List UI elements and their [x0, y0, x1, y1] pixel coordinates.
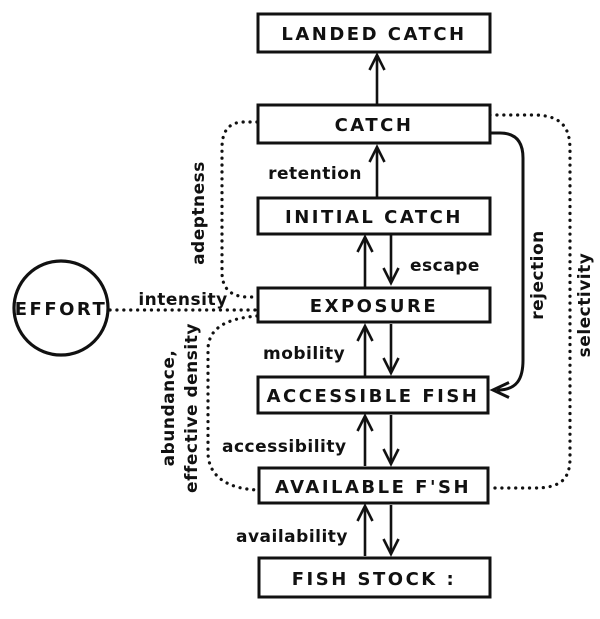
node-catch: CATCH: [256, 103, 492, 145]
edge-label-selectivity: selectivity: [575, 253, 595, 358]
arrowhead-down-icon: [382, 357, 400, 376]
arrowhead-down-icon: [382, 448, 400, 467]
node-label: FISH STOCK :: [292, 569, 456, 590]
edge-label-adeptness: adeptness: [189, 161, 209, 265]
edge-label-availability: availability: [236, 527, 348, 547]
node-label: ACCESSIBLE FISH: [267, 386, 480, 407]
edge-label-retention: retention: [268, 164, 362, 184]
edge-available-to-accessible: [356, 413, 374, 466]
node-initial-catch: INITIAL CATCH: [256, 196, 492, 236]
node-label: INITIAL CATCH: [285, 207, 463, 228]
node-label: CATCH: [335, 115, 414, 136]
node-fish-stock: FISH STOCK :: [257, 556, 492, 599]
edge-label-abundance-line2: effective density: [182, 323, 202, 493]
edge-accessible-to-exposure: [356, 323, 374, 376]
edge-available-to-stock: [382, 505, 400, 557]
edge-selectivity-dotted: [488, 113, 572, 490]
edge-escape: [382, 235, 400, 286]
arrowhead-up-icon: [368, 144, 386, 163]
arrowhead-up-icon: [356, 503, 374, 522]
node-label: AVAILABLE F'SH: [275, 477, 471, 498]
node-exposure: EXPOSURE: [256, 286, 492, 324]
arrowhead-up-icon: [356, 413, 374, 432]
node-effort: EFFORT: [12, 259, 110, 357]
edge-abundance-dotted: [206, 314, 260, 492]
edge-accessible-to-available: [382, 415, 400, 467]
edge-retention: [368, 144, 386, 197]
arrowhead-left-icon: [489, 381, 510, 399]
edge-adeptness-dotted: [220, 120, 259, 299]
arrowhead-up-icon: [368, 52, 386, 71]
edge-label-escape: escape: [410, 256, 480, 276]
edge-label-rejection: rejection: [528, 230, 548, 320]
node-label: LANDED CATCH: [281, 24, 466, 45]
rejection-curve: [489, 131, 525, 392]
node-available-fish: AVAILABLE F'SH: [257, 466, 490, 505]
edge-label-accessibility: accessibility: [222, 437, 347, 457]
node-label: EXPOSURE: [310, 296, 438, 317]
arrowhead-down-icon: [382, 538, 400, 557]
edge-label-intensity: intensity: [138, 290, 227, 310]
edge-catch-to-landed: [368, 52, 386, 104]
edge-label-mobility: mobility: [263, 344, 345, 364]
arrowhead-up-icon: [356, 323, 374, 342]
node-label: EFFORT: [15, 299, 108, 320]
edge-stock-to-available: [356, 503, 374, 556]
edge-rejection: [489, 131, 525, 399]
node-landed-catch: LANDED CATCH: [256, 12, 492, 54]
edge-exposure-to-accessible: [382, 324, 400, 376]
arrowhead-down-icon: [382, 267, 400, 286]
edge-exposure-to-initial: [356, 234, 374, 287]
node-accessible-fish: ACCESSIBLE FISH: [256, 375, 490, 415]
arrowhead-up-icon: [356, 234, 374, 253]
edge-label-abundance-line1: abundance,: [159, 350, 179, 467]
